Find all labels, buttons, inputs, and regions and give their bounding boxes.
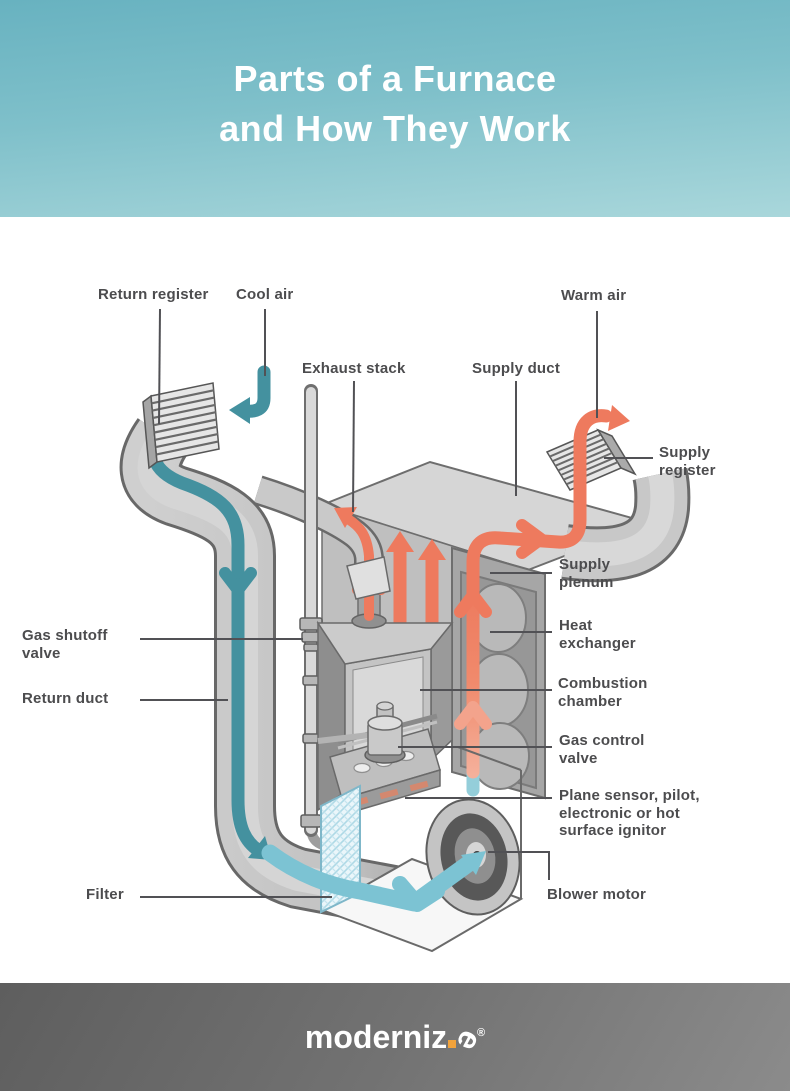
leader-exhaust-stack [352,380,355,513]
header-banner: Parts of a Furnace and How They Work [0,0,790,217]
label-warm-air: Warm air [561,287,627,304]
return-register [142,382,220,470]
title-line-2: and How They Work [219,108,571,149]
gas-control-valve [317,701,406,764]
label-gas-shutoff-valve: Gas shutoff valve [22,627,108,662]
label-combustion-chamber: Combustion chamber [558,675,648,710]
label-return-register: Return register [98,286,209,303]
registered-trademark: ® [476,1026,486,1039]
blower-flow-arrow [261,844,486,912]
plenum-arrows [386,531,446,632]
supply-register [545,428,637,491]
label-filter: Filter [86,886,124,903]
page-title: Parts of a Furnace and How They Work [0,0,790,154]
label-supply-plenum: Supply plenum [559,556,614,591]
heat-exchanger-tower [451,546,546,800]
label-cool-air: Cool air [236,286,294,303]
label-gas-control-valve: Gas control valve [559,732,645,767]
cool-air-arrow [229,365,271,424]
title-line-1: Parts of a Furnace [233,58,557,99]
logo-text-prefix: moderni [304,1018,432,1055]
logo-text-z: z [431,1018,448,1055]
label-blower-motor: Blower motor [547,886,647,903]
leader-lines [140,308,653,898]
label-exhaust-stack: Exhaust stack [302,360,406,377]
label-heat-exchanger: Heat exchanger [559,617,636,652]
flue-vent [334,507,391,629]
label-supply-register: Supply register [659,444,716,479]
warm-air-flow-arrow [454,405,630,797]
leader-return-register [158,308,161,425]
leader-blower-motor [488,851,550,880]
label-plane-sensor: Plane sensor, pilot, electronic or hot s… [559,787,700,839]
supply-duct-elbow [561,467,691,583]
logo-accent-square [448,1039,457,1048]
label-supply-duct: Supply duct [472,360,561,377]
label-return-duct: Return duct [22,690,109,707]
